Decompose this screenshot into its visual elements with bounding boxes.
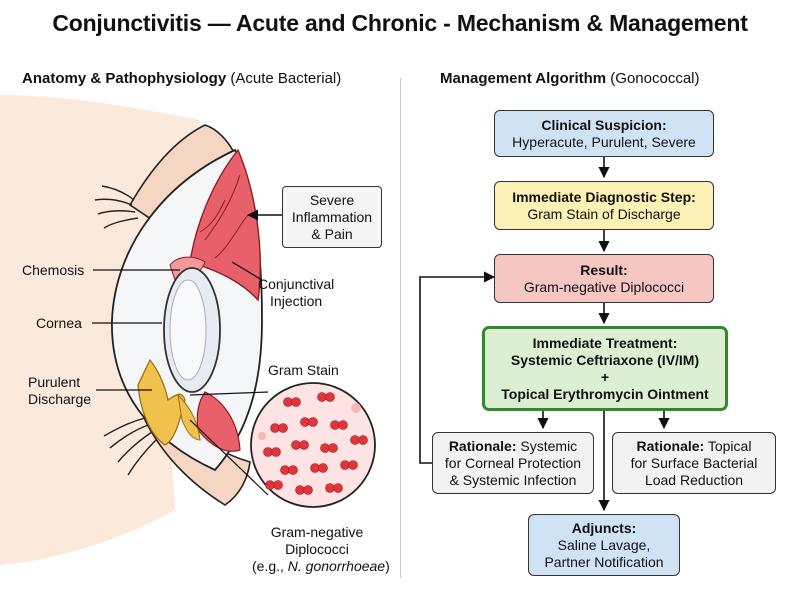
- purulent-discharge-label: Purulent Discharge: [28, 374, 92, 407]
- purulent-discharge: [137, 358, 186, 446]
- right-panel-heading: Management Algorithm (Gonococcal): [440, 70, 700, 87]
- injection-leader: [231, 261, 263, 281]
- right-heading-normal: (Gonococcal): [610, 70, 700, 87]
- diagnostic-step-box: Immediate Diagnostic Step: Gram Stain of…: [494, 181, 714, 230]
- gram-stain-label: Gram Stain: [268, 362, 339, 378]
- left-heading-bold: Anatomy & Pathophysiology: [22, 70, 227, 87]
- upper-eyelashes: [94, 185, 139, 229]
- rationale-topical-box: Rationale: Topical for Surface Bacterial…: [612, 432, 776, 494]
- left-heading-normal: (Acute Bacterial): [230, 70, 342, 87]
- rationale-systemic-box: Rationale: Systemic for Corneal Protecti…: [432, 432, 594, 494]
- result-box: Result: Gram-negative Diplococci: [494, 254, 714, 303]
- diplococci-label: Gram-negative Diplococci (e.g., N. gonor…: [252, 524, 390, 574]
- chemosis-label: Chemosis: [22, 262, 85, 278]
- lower-eyelashes: [103, 417, 157, 476]
- page-title: Conjunctivitis — Acute and Chronic - Mec…: [52, 10, 748, 36]
- cornea-label: Cornea: [36, 315, 82, 331]
- adjuncts-box: Adjuncts: Saline Lavage, Partner Notific…: [528, 514, 680, 576]
- conjunctival-injection-label: Conjunctival Injection: [258, 276, 335, 309]
- gram-stain-magnified-view: [250, 382, 376, 508]
- right-heading-bold: Management Algorithm: [440, 70, 607, 87]
- eye-anatomy-illustration: [0, 95, 263, 565]
- immediate-treatment-box: Immediate Treatment: Systemic Ceftriaxon…: [482, 326, 728, 411]
- panel-divider: [400, 78, 401, 578]
- flowchart-arrows: [419, 157, 670, 512]
- clinical-suspicion-box: Clinical Suspicion: Hyperacute, Purulent…: [494, 110, 714, 157]
- severe-inflammation-box: Severe Inflammation & Pain: [282, 186, 382, 248]
- left-panel-heading: Anatomy & Pathophysiology (Acute Bacteri…: [22, 70, 341, 87]
